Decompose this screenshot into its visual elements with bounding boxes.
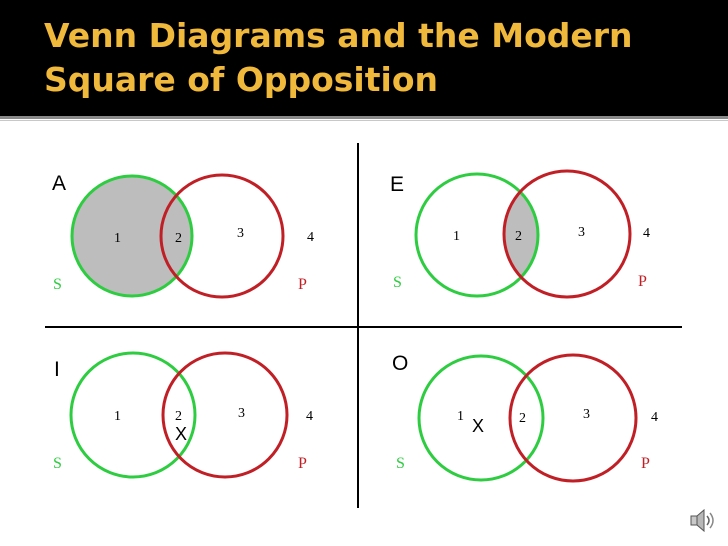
region-4-label: 4 xyxy=(643,226,650,241)
subject-label: S xyxy=(53,276,62,293)
region-4-label: 4 xyxy=(306,409,313,424)
quadrant-o: O 1 X 2 3 4 S P xyxy=(392,352,658,483)
existence-x-mark: X xyxy=(472,416,484,436)
region-3-label: 3 xyxy=(583,407,590,422)
predicate-label: P xyxy=(298,455,307,472)
region-1-label: 1 xyxy=(453,229,460,244)
quadrant-a: A 1 2 3 4 S P xyxy=(52,172,314,299)
slide-title: Venn Diagrams and the Modern Square of O… xyxy=(44,14,714,102)
region-3-label: 3 xyxy=(578,225,585,240)
region-1-shading xyxy=(72,176,192,296)
subject-label: S xyxy=(53,455,62,472)
region-4-label: 4 xyxy=(651,410,658,425)
region-1-label: 1 xyxy=(114,409,121,424)
region-3-label: 3 xyxy=(238,406,245,421)
predicate-circle xyxy=(159,173,285,299)
subject-circle xyxy=(70,174,194,298)
quadrant-label: O xyxy=(392,352,408,375)
region-2-label: 2 xyxy=(175,409,182,424)
subject-circle xyxy=(417,354,545,482)
region-2-label: 2 xyxy=(519,411,526,426)
quadrant-label: E xyxy=(390,173,404,196)
predicate-label: P xyxy=(638,273,647,290)
region-3-label: 3 xyxy=(237,226,244,241)
predicate-circle xyxy=(161,351,289,479)
title-divider-shadow xyxy=(0,120,728,121)
speaker-icon[interactable] xyxy=(690,508,714,533)
region-1-label: 1 xyxy=(114,231,121,246)
predicate-circle xyxy=(508,353,638,483)
predicate-label: P xyxy=(298,276,307,293)
existence-x-mark: X xyxy=(175,424,187,444)
subject-circle xyxy=(69,351,197,479)
quadrant-i: I 1 2 X 3 4 S P xyxy=(53,351,313,479)
predicate-circle xyxy=(502,169,632,299)
subject-circle xyxy=(414,172,540,298)
title-divider xyxy=(0,116,728,119)
quadrant-label: I xyxy=(54,358,60,381)
title-bar: Venn Diagrams and the Modern Square of O… xyxy=(0,0,728,116)
region-2-label: 2 xyxy=(515,229,522,244)
predicate-label: P xyxy=(641,455,650,472)
region-1-label: 1 xyxy=(457,409,464,424)
region-4-label: 4 xyxy=(307,230,314,245)
slide-title-line-2: Square of Opposition xyxy=(44,60,438,99)
slide-title-line-1: Venn Diagrams and the Modern xyxy=(44,16,633,55)
quadrant-e: E 1 2 3 4 S P xyxy=(390,169,650,299)
quadrant-label: A xyxy=(52,172,66,195)
region-2-label: 2 xyxy=(175,231,182,246)
subject-label: S xyxy=(396,455,405,472)
subject-label: S xyxy=(393,274,402,291)
